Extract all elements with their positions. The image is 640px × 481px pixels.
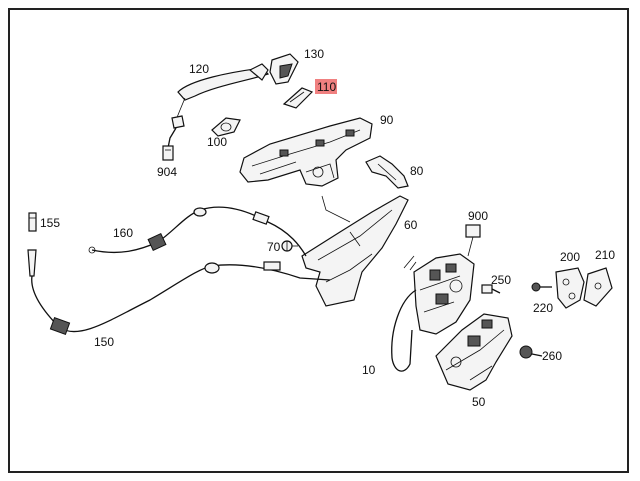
part-150-cable[interactable] [27, 249, 331, 336]
part-100-seal[interactable] [211, 117, 241, 137]
label-260: 260 [542, 349, 562, 363]
part-900-connector[interactable] [465, 224, 481, 257]
label-70: 70 [267, 240, 281, 254]
part-250-bolt[interactable] [481, 284, 501, 294]
label-50: 50 [472, 395, 486, 409]
part-120-door-handle[interactable] [167, 63, 270, 149]
label-60: 60 [404, 218, 418, 232]
part-90-handle-carrier[interactable] [239, 117, 373, 187]
label-900: 900 [468, 209, 488, 223]
part-220-screw[interactable] [531, 282, 552, 292]
part-210-shim[interactable] [583, 267, 613, 307]
highlight-110 [315, 79, 337, 94]
part-200-striker[interactable] [555, 267, 585, 309]
label-150: 150 [94, 335, 114, 349]
part-130-cap[interactable] [269, 53, 299, 85]
label-90: 90 [380, 113, 394, 127]
label-110: 110 [317, 80, 336, 94]
part-904-connector[interactable] [162, 145, 174, 161]
label-100: 100 [207, 135, 227, 149]
label-210: 210 [595, 248, 615, 262]
label-120: 120 [189, 62, 209, 76]
part-70-fastener[interactable] [281, 240, 298, 252]
part-80-bracket[interactable] [365, 155, 409, 189]
label-220: 220 [533, 301, 553, 315]
part-60-inner-bracket[interactable] [301, 195, 409, 307]
label-904: 904 [157, 165, 177, 179]
part-260-screw[interactable] [519, 345, 543, 359]
part-155-pin[interactable] [28, 212, 37, 232]
label-130: 130 [304, 47, 324, 61]
label-80: 80 [410, 164, 424, 178]
label-155: 155 [40, 216, 60, 230]
label-160: 160 [113, 226, 133, 240]
label-200: 200 [560, 250, 580, 264]
label-10: 10 [362, 363, 376, 377]
part-160-cable[interactable] [88, 206, 307, 257]
part-110-gasket[interactable] [282, 87, 314, 109]
label-250: 250 [491, 273, 511, 287]
part-10-door-lock[interactable] [391, 253, 475, 372]
part-50-actuator[interactable] [435, 313, 513, 391]
